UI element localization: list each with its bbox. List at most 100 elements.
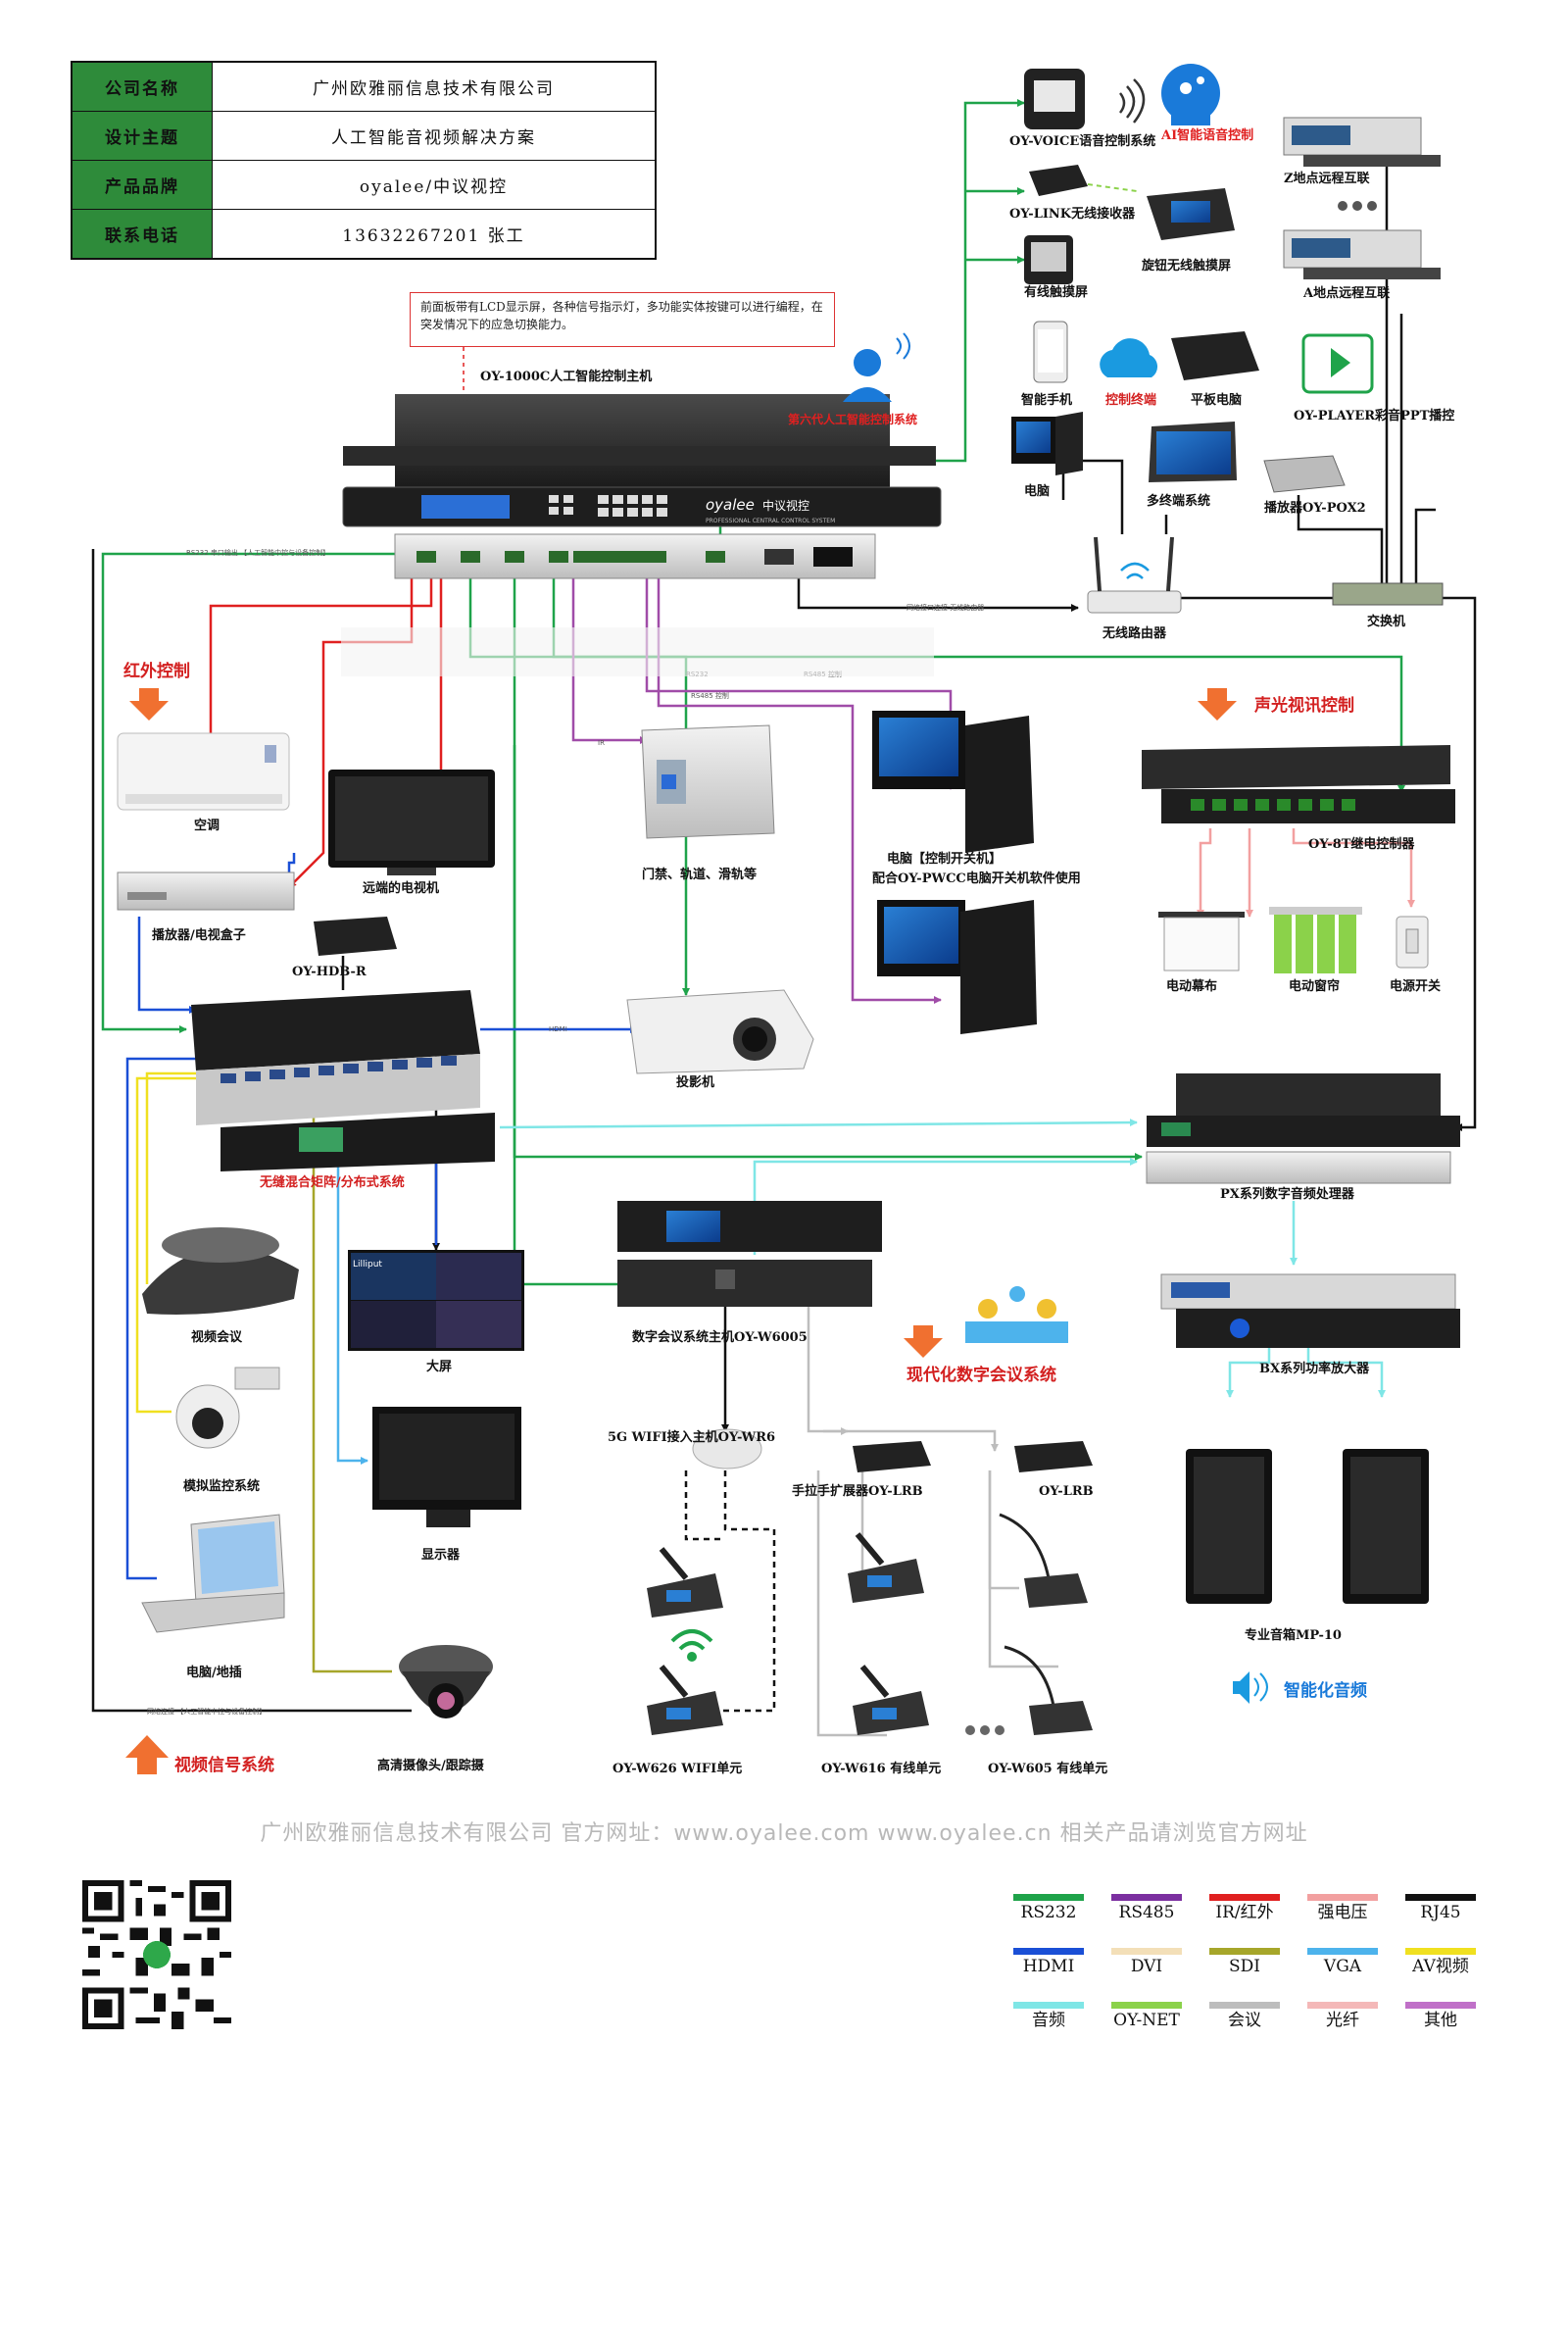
switch-device: 交换机 (1332, 582, 1444, 629)
legend-item: HDMI (1007, 1948, 1090, 1976)
matrix-label: 无缝混合矩阵/分布式系统 (259, 1174, 405, 1190)
qr-code (82, 1880, 231, 2029)
wifi-green-icon (670, 1629, 713, 1662)
legend-label: IR/红外 (1215, 1903, 1274, 1922)
legend-label: 会议 (1228, 2011, 1261, 2030)
info-row: 设计主题人工智能音视频解决方案 (71, 111, 657, 161)
hdb-label: OY-HDB-R (292, 965, 367, 979)
legend-label: 音频 (1032, 2011, 1065, 2030)
legend-item: SDI (1203, 1948, 1286, 1976)
tv-device: 远端的电视机 (328, 770, 495, 896)
video-conf-device: 视频会议 (142, 1227, 299, 1345)
conf-host-label: 数字会议系统主机OY-W6005 (632, 1329, 808, 1345)
hand-lrb-label: 手拉手扩展器OY-LRB (792, 1483, 923, 1499)
video-arrow-icon (125, 1735, 169, 1774)
ac-device: 空调 (117, 732, 290, 833)
svg-text:RS485 控制: RS485 控制 (691, 691, 729, 700)
power-lines (1197, 828, 1415, 918)
info-value: 13632267201 张工 (212, 209, 657, 260)
wifi-signal-icon (1118, 78, 1146, 124)
wifi-ap-label: 5G WIFI接入主机OY-WR6 (608, 1429, 775, 1445)
legend-item: AV视频 (1399, 1948, 1482, 1976)
pc-switch-2-device (877, 900, 1037, 1034)
legend-swatch (1209, 2002, 1280, 2009)
person-icon (843, 332, 910, 402)
lcd-screen (421, 495, 510, 519)
legend-label: 强电压 (1317, 1903, 1368, 1922)
screen-motor-label: 电动幕布 (1166, 978, 1217, 994)
cctv-device: 模拟监控系统 (175, 1367, 280, 1494)
legend-item: DVI (1105, 1948, 1188, 1976)
legend-item: VGA (1301, 1948, 1384, 1976)
monitor-label: 显示器 (421, 1548, 461, 1563)
laptop-device: 电脑/地插 (141, 1514, 285, 1680)
relay-label: OY-8T继电控制器 (1308, 836, 1415, 852)
player-device: OY-PLAYER彩音PPT播控 (1294, 333, 1454, 423)
note-box: 前面板带有LCD显示屏，各种信号指示灯，多功能实体按键可以进行编程，在突发情况下… (410, 292, 835, 347)
acoustic-section-title: 声光视讯控制 (1253, 695, 1354, 716)
tablet-device: 平板电脑 (1171, 331, 1259, 408)
meeting-arrow-icon (904, 1325, 943, 1358)
power-switch-device: 电源开关 (1390, 916, 1441, 994)
hd-camera-label: 高清摄像头/跟踪摄 (377, 1758, 485, 1773)
host-brand-cn: 中议视控 (762, 498, 809, 513)
knob-device: 旋钮无线触摸屏 (1141, 188, 1235, 274)
info-value: oyalee/中议视控 (212, 160, 657, 210)
legend-swatch (1209, 1948, 1280, 1955)
laptop-label: 电脑/地插 (186, 1665, 242, 1680)
w616-label: OY-W616 有线单元 (821, 1761, 941, 1776)
lrb-label: OY-LRB (1039, 1484, 1094, 1499)
info-value: 人工智能音视频解决方案 (212, 111, 657, 161)
info-key: 设计主题 (71, 111, 213, 161)
legend-label: HDMI (1022, 1957, 1075, 1976)
legend-swatch (1111, 1948, 1182, 1955)
av-lines (135, 1071, 196, 1414)
video-conf-label: 视频会议 (191, 1329, 243, 1345)
big-screen-label: 大屏 (426, 1359, 452, 1374)
screen-motor-device: 电动幕布 (1158, 912, 1245, 994)
speaker-left (1186, 1449, 1272, 1604)
pc-label: 电脑 (1024, 483, 1050, 499)
matrix-device: 无缝混合矩阵/分布式系统 (191, 990, 495, 1190)
legend-label: 其他 (1424, 2011, 1457, 2030)
legend-item: 光纤 (1301, 2002, 1384, 2030)
dsp-device: PX系列数字音频处理器 (1146, 1073, 1460, 1202)
cctv-label: 模拟监控系统 (183, 1478, 260, 1494)
link-device: OY-LINK无线接收器 (1009, 165, 1138, 222)
info-key: 公司名称 (71, 61, 213, 112)
w605-label: OY-W605 有线单元 (988, 1761, 1107, 1776)
legend-swatch (1307, 2002, 1378, 2009)
speaker-icon (1233, 1671, 1268, 1704)
cloud-icon: 控制终端 (1100, 338, 1158, 408)
conf-host-device: 数字会议系统主机OY-W6005 (617, 1201, 882, 1345)
legend-swatch (1013, 1894, 1084, 1901)
tablet-label: 平板电脑 (1191, 392, 1242, 408)
pox-label: 播放器OY-POX2 (1264, 500, 1366, 516)
speaker-right (1343, 1449, 1429, 1604)
legend-item: RS232 (1007, 1894, 1090, 1922)
wifi-ap-device: 5G WIFI接入主机OY-WR6 (608, 1428, 775, 1469)
speaker-label: 专业音箱MP-10 (1245, 1627, 1342, 1643)
dvd-device: 播放器/电视盒子 (117, 871, 295, 943)
host-title: OY-1000C人工智能控制主机 (480, 369, 652, 384)
dots (965, 1725, 1004, 1735)
svg-text:网络接口连接 无线路由器: 网络接口连接 无线路由器 (906, 603, 984, 612)
info-key: 联系电话 (71, 209, 213, 260)
gate-device: 门禁、轨道、滑轨等 (641, 724, 775, 882)
pc-switch-label: 电脑【控制开关机】 (887, 851, 1002, 867)
router-device: 无线路由器 (1087, 536, 1182, 641)
pwcc-label: 配合OY-PWCC电脑开关机软件使用 (872, 871, 1081, 886)
acoustic-arrow-icon (1198, 688, 1237, 721)
projector-device: 投影机 (626, 989, 814, 1090)
tv-label: 远端的电视机 (363, 880, 439, 896)
host-brand: oyalee (706, 496, 755, 514)
central-host: oyalee 中议视控 PROFESSIONAL CENTRAL CONTROL… (341, 332, 942, 676)
audio-section-title: 智能化音频 (1284, 1680, 1367, 1701)
player-label: OY-PLAYER彩音PPT播控 (1294, 408, 1454, 423)
hdmi-lines (125, 853, 638, 1580)
ir-section-title: 红外控制 (123, 661, 190, 681)
info-value: 广州欧雅丽信息技术有限公司 (212, 61, 657, 112)
amp-label: BX系列功率放大器 (1259, 1361, 1370, 1376)
big-screen-brand: Lilliput (353, 1260, 382, 1270)
